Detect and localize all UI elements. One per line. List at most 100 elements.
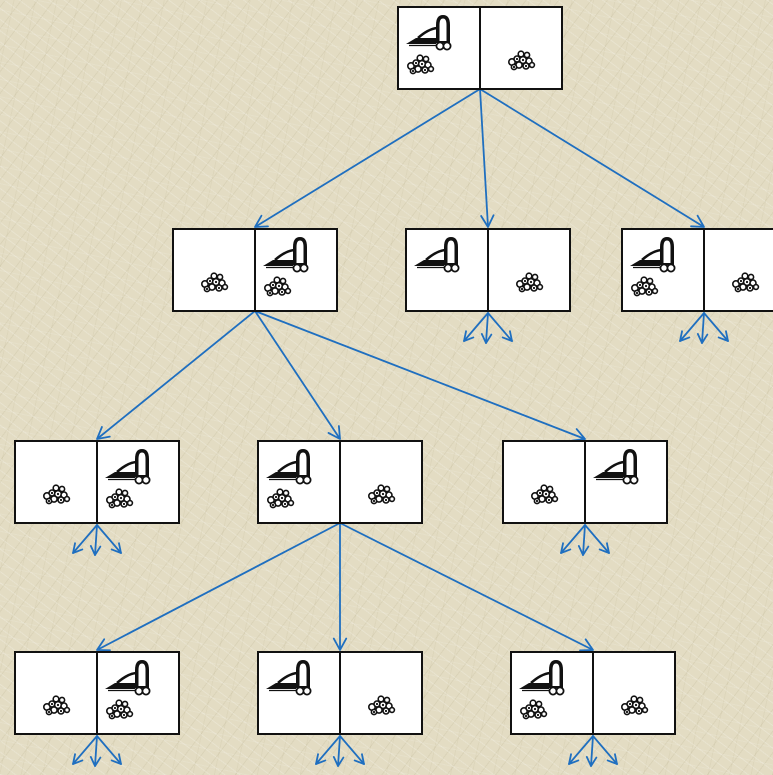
stub-arrow: [72, 524, 98, 554]
stub-arrow: [592, 735, 618, 765]
stub-arrowhead: [606, 753, 618, 765]
state-node-n-l1-c: [621, 228, 773, 312]
dirt-pile-icon: [42, 695, 71, 716]
expansion-stub-n-l1-c: [679, 312, 729, 344]
edge-arrowhead: [579, 638, 594, 652]
edge-line: [254, 310, 586, 440]
left-room: [200, 272, 229, 293]
dirt-pile-icon: [367, 695, 396, 716]
edge-n-l1-a-to-n-l2-c: [254, 310, 586, 442]
expansion-stub-n-l3-b: [315, 735, 365, 767]
edge-root-to-n-l1-c: [479, 88, 705, 228]
left-room: [42, 695, 71, 716]
expansion-stub-n-l1-b: [463, 312, 513, 344]
vacuum-cleaner-icon: [105, 449, 151, 485]
stub-arrow: [582, 524, 586, 556]
dirt-pile-icon: [42, 484, 71, 505]
stub-arrowhead: [696, 333, 709, 344]
state-node-n-l3-b: [257, 651, 423, 735]
dirt-pile-icon: [515, 272, 544, 293]
right-room: [367, 695, 396, 716]
dirt-pile-icon: [630, 276, 659, 297]
right-room: [263, 237, 309, 297]
vacuum-cleaner-icon: [406, 15, 452, 51]
edge-arrowhead: [96, 638, 111, 652]
edge-line: [339, 522, 594, 651]
stub-arrow: [703, 312, 729, 342]
right-room: [367, 484, 396, 505]
stub-arrow: [96, 524, 122, 554]
right-room: [593, 449, 639, 485]
edge-n-l2-b-to-n-l3-a: [96, 522, 341, 652]
left-room: [630, 237, 676, 297]
state-node-n-l3-a: [14, 651, 180, 735]
vacuum-cleaner-icon: [263, 237, 309, 273]
dirt-pile-icon: [620, 695, 649, 716]
stub-arrow: [337, 735, 341, 767]
stub-arrowhead: [585, 756, 598, 767]
dirt-pile-icon: [105, 488, 134, 509]
dirt-pile-icon: [519, 699, 548, 720]
state-node-n-l2-b: [257, 440, 423, 524]
stub-arrow: [96, 735, 122, 765]
stub-arrowhead: [717, 330, 729, 342]
edge-line: [96, 310, 256, 440]
stub-arrowhead: [332, 756, 345, 767]
left-room: [266, 449, 312, 509]
dirt-pile-icon: [367, 484, 396, 505]
edge-arrowhead: [690, 214, 705, 228]
stub-arrowhead: [463, 330, 475, 342]
edge-line: [479, 88, 489, 228]
right-room: [731, 272, 760, 293]
state-node-n-l1-a: [172, 228, 338, 312]
expansion-stub-n-l2-a: [72, 524, 122, 556]
stub-arrow: [485, 312, 489, 344]
edge-line: [96, 522, 341, 651]
right-room: [105, 449, 151, 509]
edge-line: [479, 88, 705, 228]
stub-arrow: [584, 524, 610, 554]
stub-arrowhead: [89, 545, 102, 556]
dirt-pile-icon: [266, 488, 295, 509]
edge-n-l1-a-to-n-l2-b: [254, 310, 341, 440]
dirt-pile-icon: [105, 699, 134, 720]
left-room: [406, 15, 452, 75]
stub-arrowhead: [353, 753, 365, 765]
edge-arrowhead: [96, 426, 111, 440]
left-room: [530, 484, 559, 505]
state-node-n-l3-c: [510, 651, 676, 735]
edge-n-l1-a-to-n-l2-a: [96, 310, 256, 440]
vacuum-cleaner-icon: [630, 237, 676, 273]
right-room: [620, 695, 649, 716]
stub-arrowhead: [89, 756, 102, 767]
dirt-pile-icon: [731, 272, 760, 293]
stub-arrow: [315, 735, 341, 765]
unexpanded-branch-stubs: [72, 312, 729, 767]
stub-arrowhead: [679, 330, 691, 342]
dirt-pile-icon: [507, 50, 536, 71]
state-node-n-l2-c: [502, 440, 668, 524]
vacuum-cleaner-icon: [414, 237, 460, 273]
right-room: [507, 50, 536, 71]
edge-line: [254, 88, 481, 228]
dirt-pile-icon: [200, 272, 229, 293]
left-room: [266, 660, 312, 696]
tree-nodes: [14, 6, 773, 735]
stub-arrowhead: [480, 333, 493, 344]
edge-arrowhead: [327, 425, 341, 440]
stub-arrowhead: [72, 753, 84, 765]
stub-arrow: [94, 524, 98, 556]
vacuum-cleaner-icon: [593, 449, 639, 485]
tree-edges: [96, 88, 705, 652]
left-room: [42, 484, 71, 505]
stub-arrow: [339, 735, 365, 765]
edge-root-to-n-l1-a: [254, 88, 481, 228]
vacuum-cleaner-icon: [266, 449, 312, 485]
right-room: [105, 660, 151, 720]
stub-arrowhead: [110, 753, 122, 765]
stub-arrowhead: [110, 542, 122, 554]
stub-arrow: [72, 735, 98, 765]
stub-arrow: [94, 735, 98, 767]
stub-arrowhead: [568, 753, 580, 765]
edge-line: [254, 310, 341, 440]
